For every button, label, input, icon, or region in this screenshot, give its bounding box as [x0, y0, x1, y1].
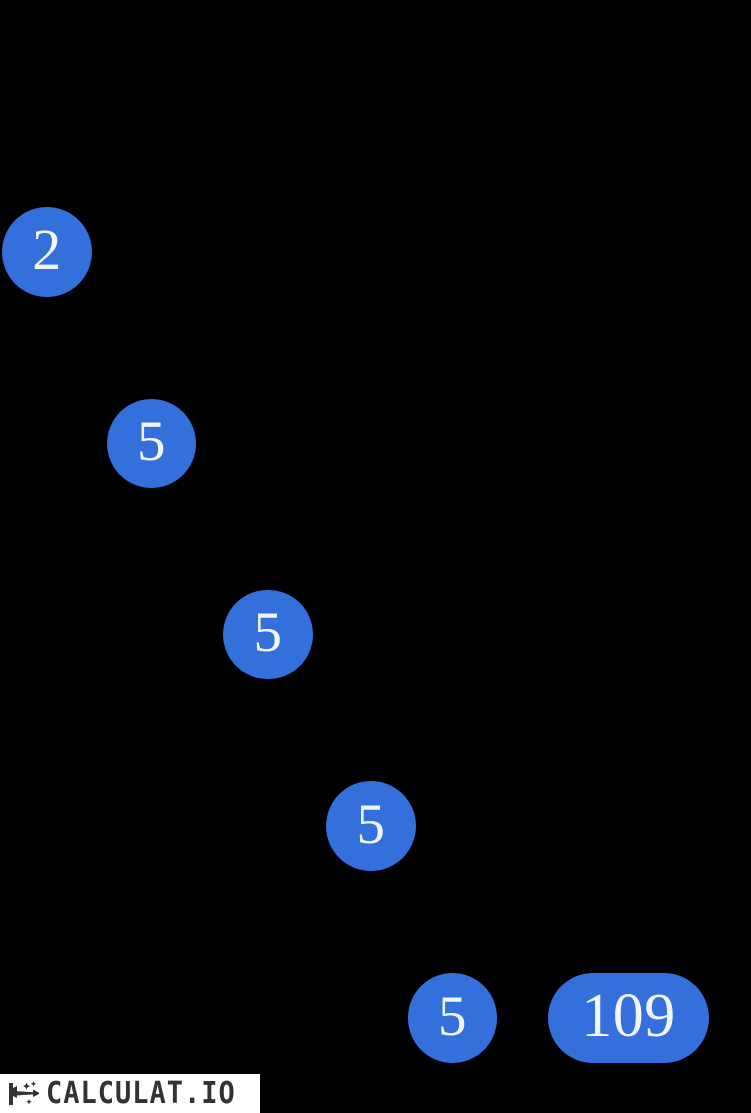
- factor-node[interactable]: 109: [548, 973, 709, 1063]
- factor-node[interactable]: 5: [223, 590, 313, 679]
- factor-node-label: 5: [438, 984, 467, 1048]
- factor-node-label: 109: [581, 982, 676, 1050]
- factor-node-label: 5: [253, 601, 283, 664]
- watermark-badge: CALCULAT.IO: [0, 1074, 260, 1113]
- factor-node[interactable]: 2: [2, 207, 92, 297]
- factor-node-label: 5: [137, 410, 166, 473]
- factor-node[interactable]: 5: [107, 399, 196, 488]
- factor-node[interactable]: 5: [326, 781, 416, 871]
- watermark-text: CALCULAT.IO: [46, 1076, 236, 1111]
- factor-node-label: 5: [356, 792, 386, 856]
- rocket-sparkle-icon: [9, 1080, 39, 1105]
- factor-node[interactable]: 5: [408, 973, 497, 1063]
- factor-node-label: 2: [32, 217, 62, 282]
